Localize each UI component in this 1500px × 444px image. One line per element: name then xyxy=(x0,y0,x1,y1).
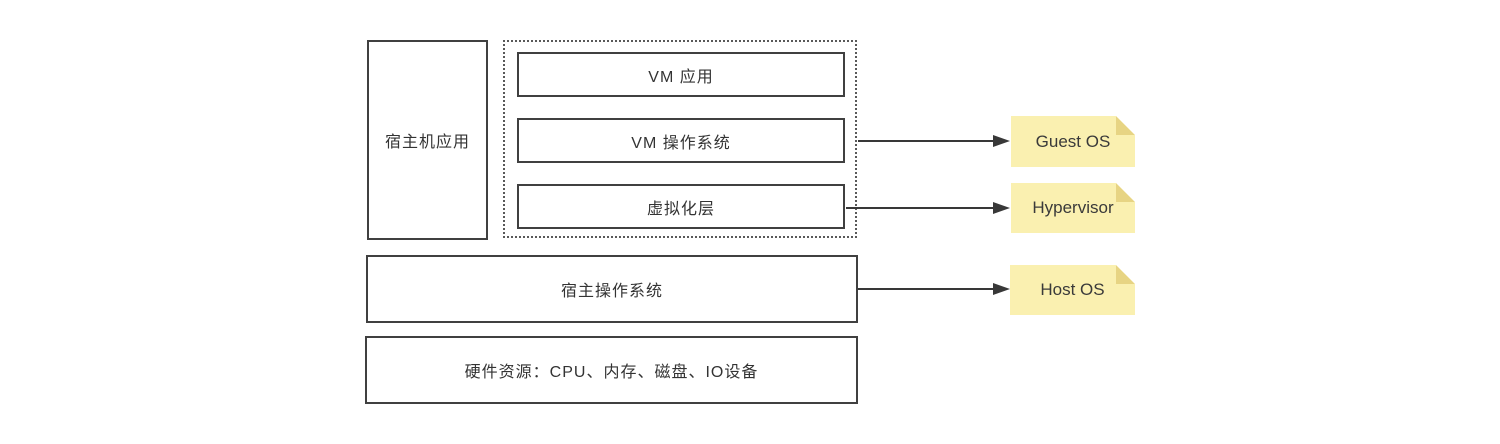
host-app-box: 宿主机应用 xyxy=(367,40,488,240)
note-host-os: Host OS xyxy=(1010,265,1135,315)
virtualization-layer-label: 虚拟化层 xyxy=(646,200,715,218)
folded-corner-icon xyxy=(1116,183,1135,202)
host-app-label: 宿主机应用 xyxy=(384,134,470,151)
arrowhead-icon xyxy=(993,135,1010,147)
hardware-resources-label: 硬件资源：CPU、内存、磁盘、IO设备 xyxy=(464,364,759,381)
note-hypervisor-label: Hypervisor xyxy=(1032,198,1114,217)
vm-os-box: VM 操作系统 xyxy=(517,118,845,163)
arrowhead-icon xyxy=(993,283,1010,295)
arrow-vm-os-to-guest-os xyxy=(858,135,1010,147)
arrow-host-os-to-host-os-note xyxy=(858,283,1010,295)
host-os-box: 宿主操作系统 xyxy=(366,255,858,323)
vm-os-label: VM 操作系统 xyxy=(631,134,731,152)
note-host-os-label: Host OS xyxy=(1040,280,1105,299)
folded-corner-icon xyxy=(1116,265,1135,284)
virtualization-layer-box: 虚拟化层 xyxy=(517,184,845,229)
note-guest-os-label: Guest OS xyxy=(1035,131,1111,151)
host-os-label: 宿主操作系统 xyxy=(560,283,663,300)
folded-corner-icon xyxy=(1116,116,1135,135)
hardware-resources-box: 硬件资源：CPU、内存、磁盘、IO设备 xyxy=(365,336,858,404)
vm-app-label: VM 应用 xyxy=(648,68,714,86)
vm-app-box: VM 应用 xyxy=(517,52,845,97)
vm-stack-container xyxy=(503,40,857,238)
arrowhead-icon xyxy=(993,202,1010,214)
arrow-virtualization-to-hypervisor xyxy=(846,202,1010,214)
note-hypervisor: Hypervisor xyxy=(1011,183,1135,233)
note-guest-os: Guest OS xyxy=(1011,116,1135,167)
